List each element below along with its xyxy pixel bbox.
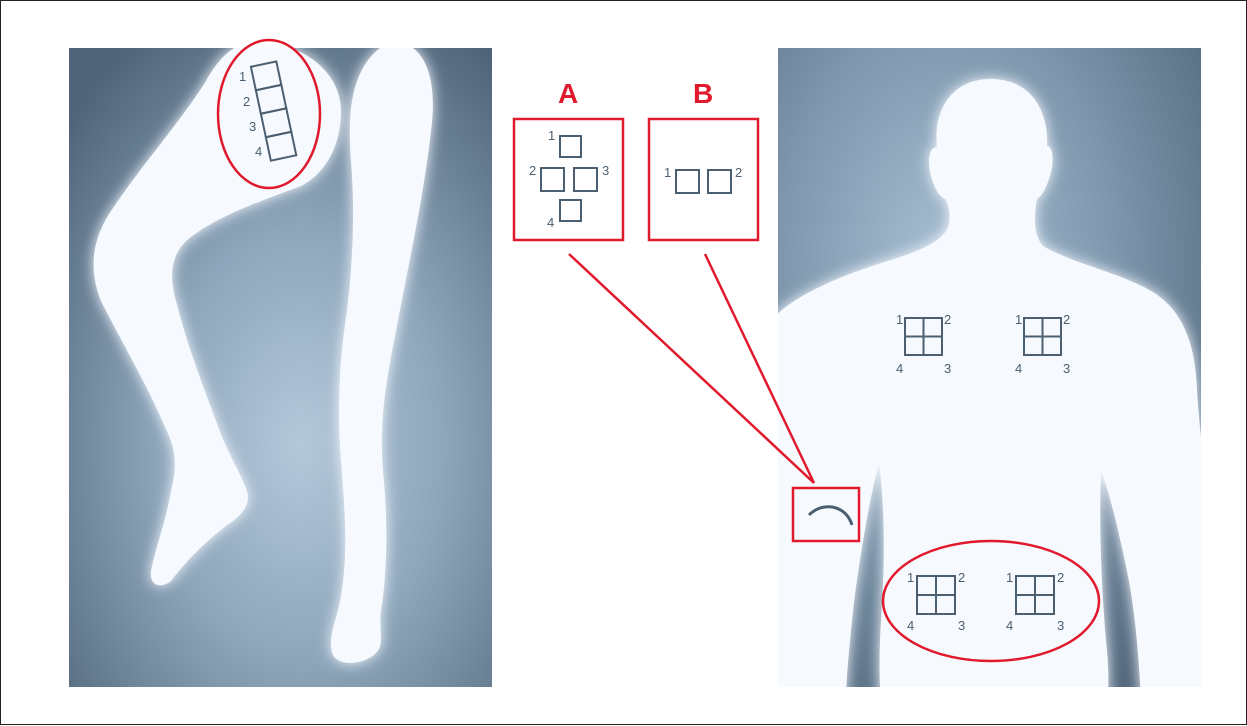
chest-right-number-3: 3 <box>1063 361 1070 376</box>
chest-left-number-2: 2 <box>944 312 951 327</box>
abdomen-right-number-3: 3 <box>1057 618 1064 633</box>
chest-right-number-4: 4 <box>1015 361 1022 376</box>
chest-left-number-4: 4 <box>896 361 903 376</box>
chest-right-number-1: 1 <box>1015 312 1022 327</box>
abdomen-left-number-3: 3 <box>958 618 965 633</box>
chest-left-number-3: 3 <box>944 361 951 376</box>
box-a-number-2: 2 <box>529 163 536 178</box>
box-b-number-1: 1 <box>664 165 671 180</box>
box-a-number-3: 3 <box>602 163 609 178</box>
chest-right-number-2: 2 <box>1063 312 1070 327</box>
abdomen-left-number-4: 4 <box>907 618 914 633</box>
abdomen-right-number-4: 4 <box>1006 618 1013 633</box>
abdomen-right-number-1: 1 <box>1006 570 1013 585</box>
connector-line-a <box>569 254 814 483</box>
abdomen-right-number-2: 2 <box>1057 570 1064 585</box>
label-b: B <box>693 78 713 109</box>
leg-number-2: 2 <box>243 94 250 109</box>
leg-number-1: 1 <box>239 69 246 84</box>
leg-panel: 1 2 3 4 <box>69 40 492 687</box>
label-a: A <box>558 78 578 109</box>
box-a-number-4: 4 <box>547 215 554 230</box>
chest-left-number-1: 1 <box>896 312 903 327</box>
box-b-number-2: 2 <box>735 165 742 180</box>
box-a-number-1: 1 <box>548 128 555 143</box>
torso-panel: 1 2 3 4 1 2 3 4 1 2 3 4 1 2 3 <box>771 48 1231 701</box>
leg-number-3: 3 <box>249 119 256 134</box>
leg-number-4: 4 <box>255 144 262 159</box>
legend-boxes: A B 1 2 3 4 1 2 <box>514 78 758 240</box>
abdomen-left-number-1: 1 <box>907 570 914 585</box>
abdomen-left-number-2: 2 <box>958 570 965 585</box>
